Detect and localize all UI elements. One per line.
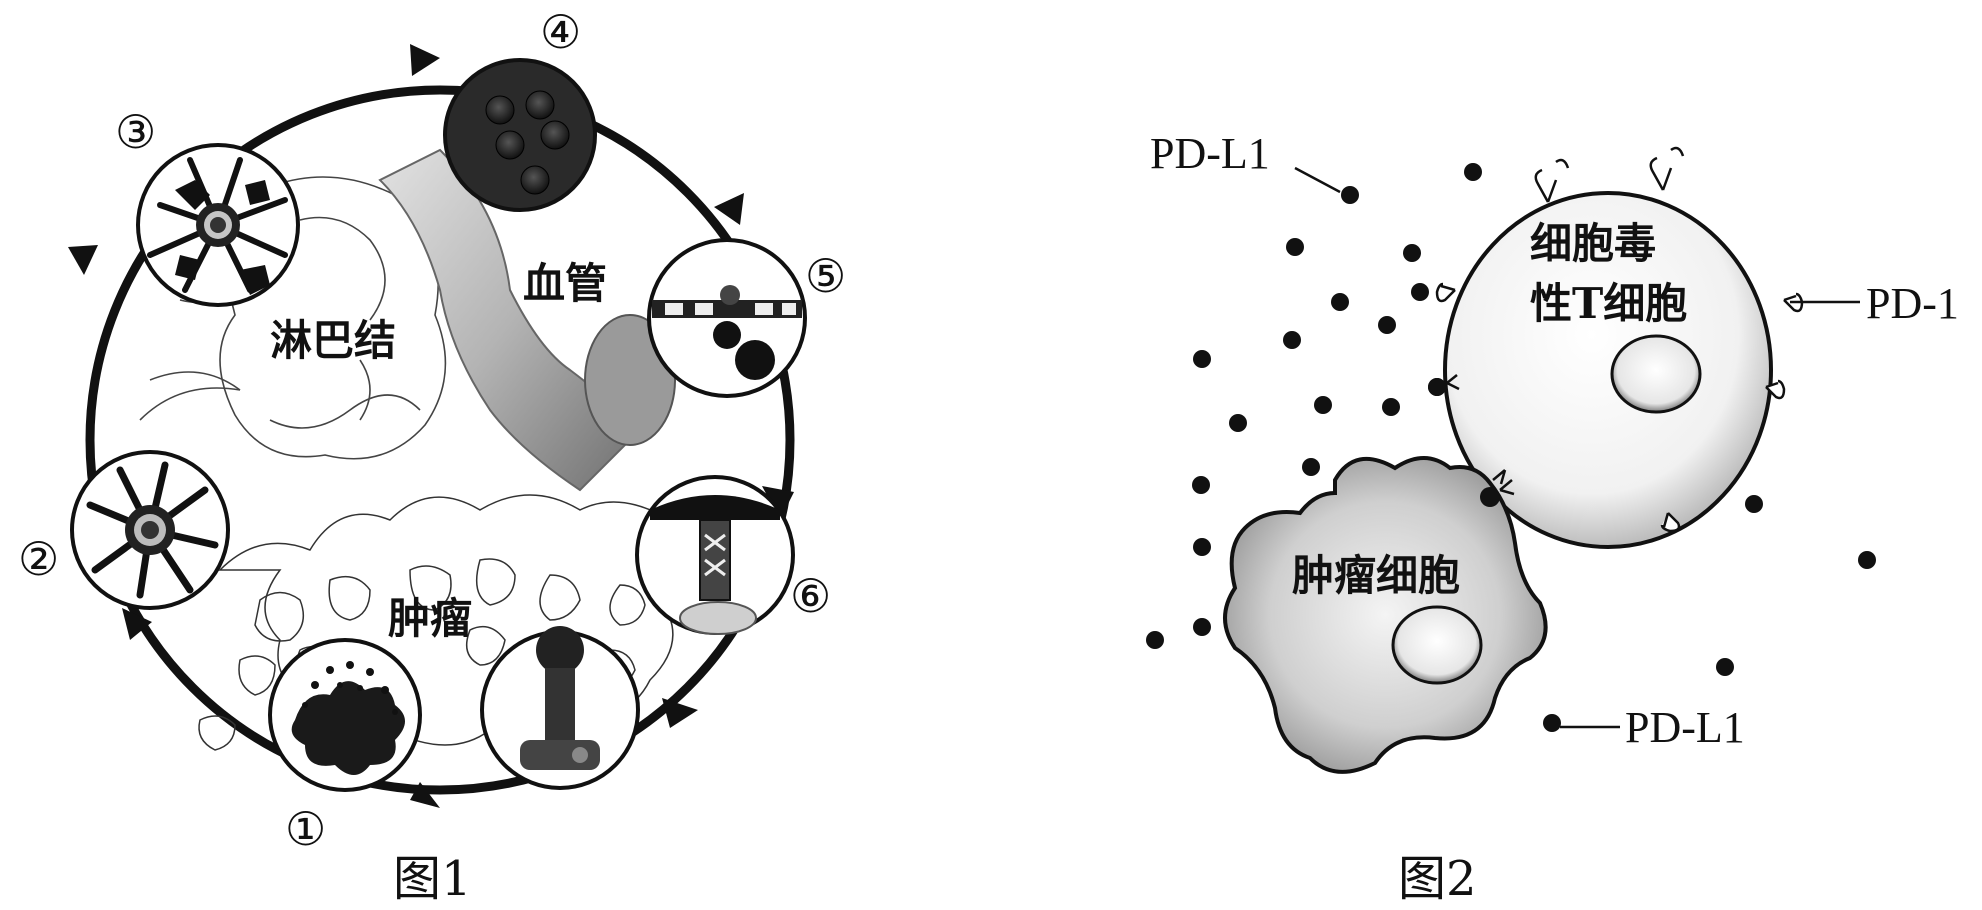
figure2: PD-L1 PD-1 PD-L1 细胞毒 性T细胞 肿瘤细胞 图2 <box>1146 129 1959 907</box>
figure1: ① ② ③ ④ ⑤ ⑥ 淋巴结 血管 肿瘤 图1 <box>18 5 846 907</box>
t-cell-label-line1: 细胞毒 <box>1530 219 1656 268</box>
arrow-3-to-4 <box>410 44 440 76</box>
arrow-5-to-6 <box>762 486 794 520</box>
arrow-6-to-1b <box>662 698 698 728</box>
arrow-2-to-3 <box>68 245 98 275</box>
step-label-2: ② <box>18 532 59 586</box>
tumor-cell-label: 肿瘤细胞 <box>1292 551 1460 600</box>
cytotoxic-t-cell <box>1443 191 1773 549</box>
step3-circle <box>136 143 300 307</box>
step-label-3: ③ <box>115 105 156 159</box>
step5-circle <box>647 238 807 398</box>
free-pd-l1-dots <box>1146 163 1876 676</box>
arrow-1-to-2 <box>122 608 152 640</box>
tumor-label: 肿瘤 <box>388 594 472 643</box>
step-label-1: ① <box>285 802 326 856</box>
step-label-4: ④ <box>540 5 581 59</box>
step7-circle <box>480 626 640 790</box>
pd-binding-sites <box>1428 374 1561 732</box>
step6-circle <box>635 475 795 635</box>
pd-1-receptors <box>1435 146 1804 533</box>
leader-pd-l1-top <box>1294 166 1341 194</box>
figure2-caption: 图2 <box>1398 851 1477 907</box>
pd-l1-label-bottom: PD-L1 <box>1625 703 1745 752</box>
step2-circle <box>70 450 230 610</box>
arrow-4-to-5 <box>714 193 744 225</box>
step1-circle <box>268 638 422 792</box>
pd-l1-label-top: PD-L1 <box>1150 129 1270 178</box>
figure1-caption: 图1 <box>393 851 472 907</box>
blood-vessel <box>378 148 676 492</box>
cycle-ring <box>85 85 795 795</box>
step-label-6: ⑥ <box>790 569 831 623</box>
step-label-5: ⑤ <box>805 249 846 303</box>
tumor-cell <box>1223 456 1548 774</box>
cycle-arrows <box>68 44 794 808</box>
lymph-node-label: 淋巴结 <box>270 316 396 365</box>
arrow-6-to-1 <box>410 782 440 808</box>
t-cell-label-line2: 性T细胞 <box>1530 279 1687 328</box>
leader-lines <box>1294 166 1860 729</box>
pd-1-label: PD-1 <box>1866 279 1959 328</box>
blood-vessel-label: 血管 <box>523 259 607 308</box>
step4-circle <box>443 58 597 212</box>
